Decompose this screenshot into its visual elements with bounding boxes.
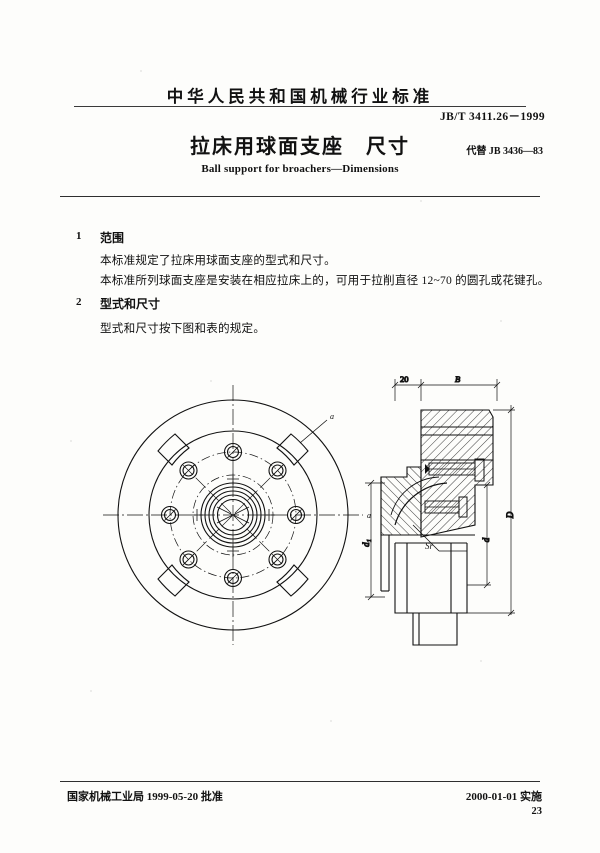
left-dimension-line	[365, 479, 385, 601]
bolt-hole	[179, 461, 198, 480]
clause-2-number: 2	[76, 296, 82, 308]
scan-speckle	[70, 440, 72, 442]
standard-number: JB/T 3411.26－1999	[440, 111, 545, 123]
page-title: 拉床用球面支座 尺寸	[190, 136, 410, 158]
header-rule-bottom	[60, 196, 540, 198]
label-dim-d1: d₁	[361, 539, 371, 547]
slot-sw	[157, 564, 190, 597]
scan-speckle	[330, 720, 332, 722]
slot-cutouts	[157, 433, 309, 597]
clause-1-title: 范围	[100, 231, 125, 245]
outer-skirt	[380, 477, 390, 592]
clause-2-title: 型式和尺寸	[100, 297, 161, 311]
boss-circle	[148, 430, 318, 600]
centre-lines	[103, 385, 363, 645]
slot-se	[276, 564, 309, 597]
lower-hub	[394, 543, 468, 646]
technical-drawing-figure: a a 20 B	[95, 365, 545, 655]
scan-speckle	[210, 380, 212, 382]
label-a-slot: a	[330, 412, 334, 421]
section-view: 20 B	[360, 373, 516, 646]
clause-2-paragraph-1: 型式和尺寸按下图和表的规定。	[100, 322, 266, 335]
label-dim-B: B	[455, 374, 460, 384]
slot-nw	[157, 433, 190, 466]
body-left-section	[380, 466, 422, 536]
label-dim-Sr: Sr	[425, 541, 434, 551]
body-right-section	[420, 459, 494, 538]
header-rule-top	[74, 106, 526, 107]
slot-leader-a	[299, 419, 328, 444]
replaces-note: 代替 JB 3436—83	[466, 146, 543, 157]
clause-1-paragraph-1: 本标准规定了拉床用球面支座的型式和尺寸。	[100, 254, 336, 267]
label-dim-20: 20	[400, 374, 409, 384]
radial-construction-lines	[182, 464, 284, 566]
clause-1-number: 1	[76, 230, 82, 242]
label-a-right: a	[367, 511, 371, 520]
sr-leader-line	[412, 524, 467, 552]
scan-speckle	[420, 200, 422, 202]
label-dim-d: d	[481, 537, 491, 542]
scan-speckle	[500, 320, 502, 322]
scan-speckle	[480, 660, 482, 662]
footer-rule	[60, 781, 540, 783]
scan-speckle	[140, 70, 142, 72]
scan-speckle	[90, 690, 92, 692]
spherical-seat-arc	[394, 482, 448, 526]
spherical-seat-arc-2	[390, 476, 440, 516]
front-view	[103, 385, 363, 645]
footer-approval: 国家机械工业局 1999-05-20 批准	[67, 791, 223, 803]
figure-svg: a a 20 B	[103, 373, 516, 646]
page-header-nation-line: 中华人民共和国机械行业标准	[166, 87, 434, 106]
footer-effective-date: 2000-01-01 实施	[465, 791, 542, 803]
label-dim-D: D	[505, 511, 515, 519]
inner-detail-block	[424, 496, 468, 518]
right-dimension-lines	[467, 405, 515, 617]
top-dimension-lines	[391, 379, 501, 401]
slot-ne	[276, 433, 309, 466]
page-number: 23	[531, 806, 543, 817]
clause-1-paragraph-2: 本标准所列球面支座是安装在相应拉床上的，可用于拉削直径 12~70 的圆孔或花键…	[100, 274, 550, 287]
page-title-english: Ball support for broachers—Dimensions	[201, 163, 399, 175]
